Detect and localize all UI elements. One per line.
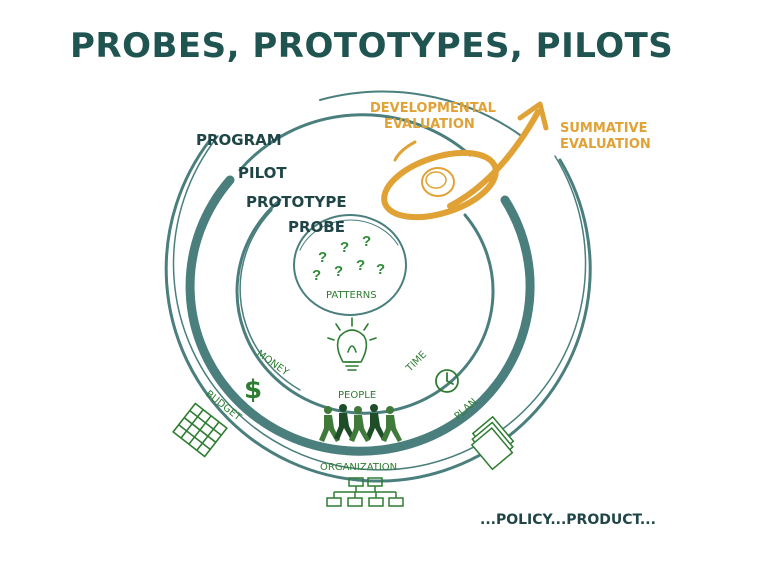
plan-documents-icon <box>470 415 515 471</box>
time-label: TIME <box>404 349 429 374</box>
org-chart-icon <box>326 477 404 507</box>
question-mark: ? <box>362 233 371 250</box>
summative-evaluation-line2: EVALUATION <box>560 137 651 152</box>
developmental-evaluation-line2: EVALUATION <box>384 117 475 132</box>
probe-ring <box>293 214 407 316</box>
probe-label: PROBE <box>288 218 345 236</box>
pilot-ring <box>185 113 535 456</box>
question-mark: ? <box>318 249 327 266</box>
question-mark: ? <box>356 257 365 274</box>
question-mark: ? <box>312 267 321 284</box>
summative-evaluation-line1: SUMMATIVE <box>560 121 648 136</box>
question-mark: ? <box>376 261 385 278</box>
organization-label: ORGANIZATION <box>320 462 397 473</box>
developmental-evaluation-line1: DEVELOPMENTAL <box>370 101 496 116</box>
dollar-icon: $ <box>244 375 262 405</box>
prototype-label: PROTOTYPE <box>246 193 347 211</box>
question-marks: ? ? ? ? ? ? ? <box>312 233 385 284</box>
program-ring <box>164 90 592 483</box>
patterns-label: PATTERNS <box>326 290 377 301</box>
program-label: PROGRAM <box>196 131 282 149</box>
question-mark: ? <box>334 263 343 280</box>
lightbulb-icon <box>327 317 377 371</box>
question-mark: ? <box>340 239 349 256</box>
pilot-label: PILOT <box>238 164 287 182</box>
slide-title: PROBES, PROTOTYPES, PILOTS <box>70 26 674 66</box>
clock-icon <box>435 369 459 393</box>
evaluation-loop-arrow <box>381 101 549 221</box>
budget-grid-icon <box>172 402 228 458</box>
prototype-ring <box>235 198 495 415</box>
people-icon <box>319 404 402 442</box>
people-label: PEOPLE <box>338 390 376 401</box>
policy-product-footer: ...POLICY...PRODUCT... <box>480 512 656 528</box>
